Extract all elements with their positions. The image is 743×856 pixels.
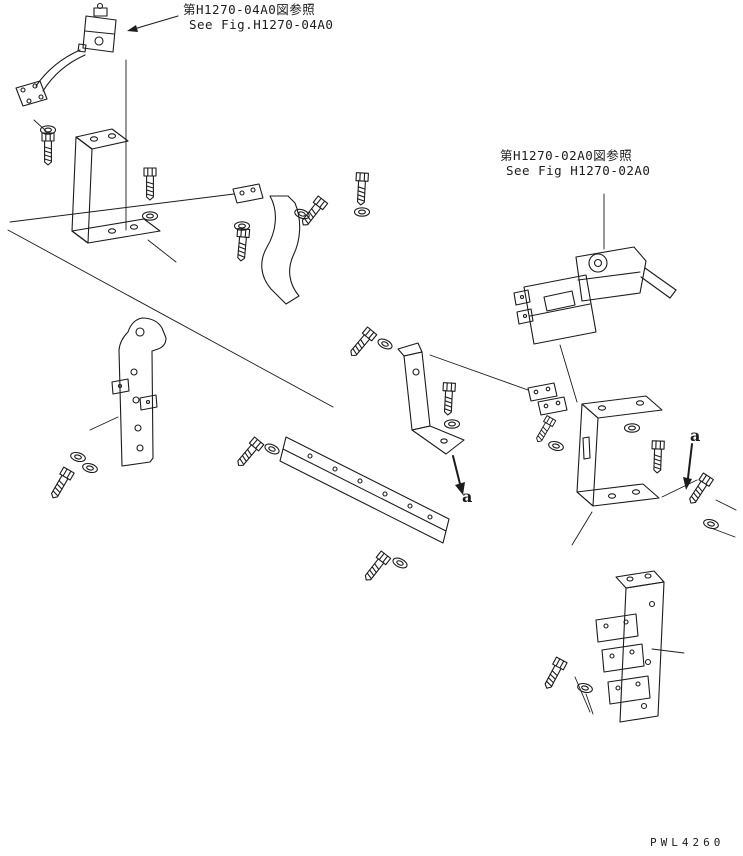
section-label-a-left: a [462, 487, 473, 506]
hose-flange [15, 80, 48, 107]
hex-bolt [233, 436, 265, 470]
section-arrow-left [452, 455, 465, 495]
hydraulic-hose [35, 49, 86, 92]
flat-washer [69, 450, 87, 464]
hex-bolt [685, 472, 714, 507]
flat-washer [141, 211, 159, 221]
hex-bolt [41, 132, 55, 166]
curved-bracket [261, 195, 301, 305]
drawing-number: PWL4260 [650, 836, 725, 849]
hex-bolt [540, 656, 568, 692]
left-upper-bracket [71, 128, 161, 244]
ref-arrow-1 [127, 15, 179, 32]
leader-lines [7, 59, 737, 715]
hex-bolt [441, 382, 456, 416]
flat-washer [576, 681, 594, 695]
right-valve-assembly [513, 246, 677, 345]
fig-reference-note-2-en: See Fig H1270-02A0 [506, 163, 651, 178]
flat-washer [390, 555, 410, 571]
fig-reference-note-2-jp: 第H1270-02A0図参照 [500, 148, 633, 163]
flat-washer [547, 439, 565, 453]
center-bent-bracket [397, 342, 465, 455]
block-bracket [595, 570, 665, 723]
solenoid-valve [77, 2, 117, 53]
section-arrow-right [683, 443, 693, 490]
flat-washer [262, 441, 282, 457]
right-mounting-bracket [576, 395, 663, 507]
flat-washer [81, 461, 99, 475]
left-support-bracket [111, 317, 167, 467]
hex-bolt [143, 167, 157, 201]
flat-washer [353, 207, 371, 217]
hex-bolt [346, 326, 378, 360]
hex-bolt [360, 550, 392, 585]
hex-bolt [234, 227, 251, 262]
fig-reference-note-1: 第H1270-04A0図参照 See Fig.H1270-04A0 [183, 2, 333, 32]
fig-reference-note-1-jp: 第H1270-04A0図参照 [183, 2, 316, 17]
hex-bolt [532, 415, 557, 445]
flat-washer [623, 423, 641, 433]
section-label-a-right: a [690, 426, 701, 445]
clamp-pair [527, 382, 568, 416]
fig-reference-note-1-en: See Fig.H1270-04A0 [189, 17, 334, 32]
clamp-block [232, 183, 264, 204]
long-mounting-plate [279, 436, 450, 544]
hex-bolt [650, 440, 665, 474]
hex-bolt [354, 172, 369, 206]
fig-reference-note-2: 第H1270-02A0図参照 See Fig H1270-02A0 [500, 148, 650, 178]
flat-washer [443, 419, 461, 429]
hex-bolt [47, 466, 75, 502]
flat-washer [375, 336, 395, 352]
